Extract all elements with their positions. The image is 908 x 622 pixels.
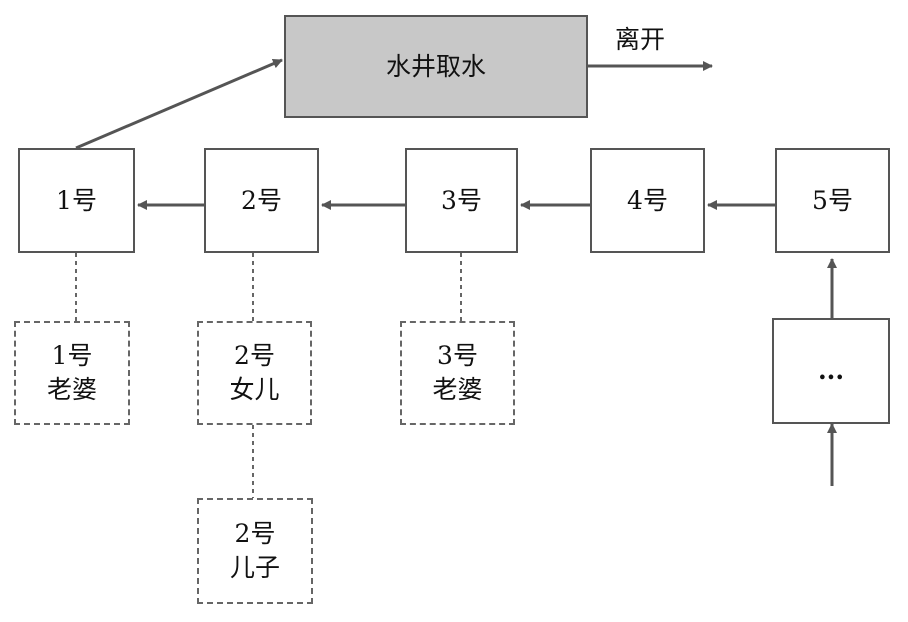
well-water-label: 水井取水 <box>385 51 486 81</box>
queue-label-3: 3号 <box>441 185 482 215</box>
companion-2-line1: 2号 <box>234 341 275 371</box>
queue-box-4: 4号 <box>590 148 705 253</box>
companion-box-1: 1号 老婆 <box>14 321 130 425</box>
more-box: ... <box>772 318 890 424</box>
queue-label-5: 5号 <box>812 185 853 215</box>
arrow-queue1-to-well <box>75 58 283 150</box>
queue-label-4: 4号 <box>627 185 668 215</box>
companion-box-3: 3号 老婆 <box>400 321 515 425</box>
queue-box-5: 5号 <box>775 148 890 253</box>
companion-4-line2: 儿子 <box>229 553 280 582</box>
queue-box-2: 2号 <box>204 148 319 253</box>
queue-label-2: 2号 <box>241 185 282 215</box>
companion-2-line2: 女儿 <box>229 375 280 404</box>
queue-box-1: 1号 <box>18 148 135 253</box>
companion-1-line2: 老婆 <box>46 375 97 404</box>
companion-3-line1: 3号 <box>437 341 478 371</box>
well-water-box: 水井取水 <box>284 15 588 118</box>
companion-box-2: 2号 女儿 <box>197 321 312 425</box>
companion-3-line2: 老婆 <box>432 375 483 404</box>
companion-box-4: 2号 儿子 <box>197 498 313 604</box>
companion-1-line1: 1号 <box>51 341 93 371</box>
more-label: ... <box>817 356 845 386</box>
queue-label-1: 1号 <box>56 185 97 215</box>
exit-label: 离开 <box>615 25 666 54</box>
queue-box-3: 3号 <box>405 148 518 253</box>
companion-4-line1: 2号 <box>234 519 276 549</box>
